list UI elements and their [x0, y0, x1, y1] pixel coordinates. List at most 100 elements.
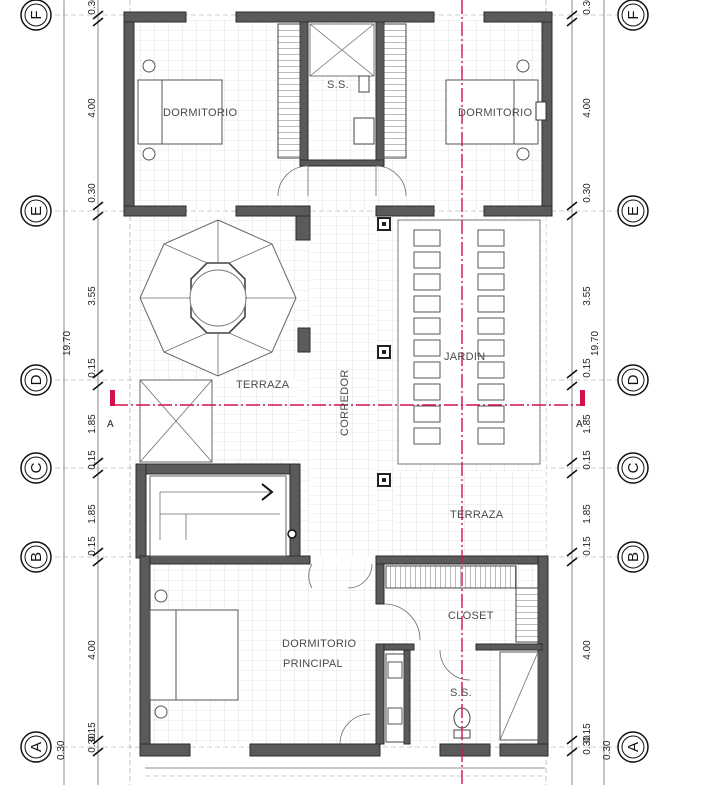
dimension-tick: [92, 457, 104, 467]
dimension-tick: [566, 557, 578, 567]
dimension-label: 0.15: [87, 722, 98, 742]
dimension-tick: [92, 381, 104, 391]
label-terraza-left: TERRAZA: [236, 379, 290, 391]
walls: [123, 11, 553, 757]
dimension-label: 0.30: [582, 0, 593, 15]
total-dimension-left: 19.70: [62, 331, 73, 356]
axis-label-e: E: [625, 206, 642, 216]
axis-bubble-inner: [621, 3, 645, 27]
planter-box: [477, 317, 505, 335]
planter-box: [413, 361, 441, 379]
axis-label-a: A: [28, 742, 45, 752]
dimension-tick: [92, 735, 104, 745]
furniture: [137, 23, 547, 743]
planter-box: [413, 427, 441, 445]
label-terraza-right: TERRAZA: [450, 509, 504, 521]
dimension-label: 0.15: [582, 358, 593, 378]
planter-box: [413, 339, 441, 357]
dimension-tick: [92, 211, 104, 221]
planter-box: [477, 405, 505, 423]
dimension-label: 0.30: [87, 0, 98, 15]
planter-box: [413, 295, 441, 313]
axis-label-c: C: [28, 462, 45, 473]
label-ss-bottom: S.S.: [450, 687, 472, 699]
label-dormitorio-principal-1: DORMITORIO: [282, 638, 356, 650]
planter-box: [477, 273, 505, 291]
dimension-label: 4.00: [582, 98, 593, 118]
bottom-dimension-left: 0.30: [56, 740, 67, 760]
axis-bubble-inner: [24, 3, 48, 27]
axis-bubble-inner: [24, 199, 48, 223]
dimension-label: 0.15: [87, 536, 98, 556]
dimension-label: 0.15: [87, 450, 98, 470]
axis-bubble-inner: [621, 368, 645, 392]
doors: [277, 165, 471, 745]
axis-bubble-inner: [621, 456, 645, 480]
planter-box: [477, 383, 505, 401]
dimension-tick: [566, 17, 578, 27]
skylight-icon: [139, 219, 297, 377]
label-corredor: CORREDOR: [339, 369, 351, 436]
planter-box: [413, 273, 441, 291]
dimension-label: 1.85: [87, 414, 98, 434]
planter-box: [413, 383, 441, 401]
dimension-tick: [92, 369, 104, 379]
axis-bubble-inner: [24, 545, 48, 569]
axis-label-f: F: [625, 10, 642, 19]
dimension-label: 0.30: [87, 183, 98, 203]
dimension-label: 1.85: [582, 504, 593, 524]
dimension-tick: [92, 469, 104, 479]
dimension-tick: [566, 747, 578, 757]
axis-label-f: F: [28, 10, 45, 19]
label-jardin: JARDIN: [444, 351, 486, 363]
dimension-tick: [92, 557, 104, 567]
dimension-label: 4.00: [87, 640, 98, 660]
axis-bubble-inner: [24, 368, 48, 392]
axis-bubble-inner: [621, 735, 645, 759]
section-mark-left: A: [107, 419, 114, 430]
axis-label-b: B: [28, 552, 45, 562]
dimension-tick: [92, 747, 104, 757]
label-closet: CLOSET: [448, 610, 494, 622]
planter-box: [413, 229, 441, 247]
dimension-label: 1.85: [582, 414, 593, 434]
dimension-tick: [92, 17, 104, 27]
dimension-tick: [566, 457, 578, 467]
axis-bubble-inner: [24, 735, 48, 759]
room-labels: DORMITORIO S.S. DORMITORIO TERRAZA CORRE…: [163, 79, 532, 699]
bottom-dimension-right: 0.30: [602, 740, 613, 760]
axis-label-e: E: [28, 206, 45, 216]
dimension-tick: [92, 201, 104, 211]
label-dormitorio-right: DORMITORIO: [458, 107, 532, 119]
axis-bubble-inner: [24, 456, 48, 480]
dimension-tick: [566, 211, 578, 221]
axis-label-d: D: [28, 374, 45, 385]
section-line: A A': [107, 0, 585, 785]
planter-box: [477, 251, 505, 269]
label-dormitorio-principal-2: PRINCIPAL: [283, 658, 343, 670]
dimension-label: 0.15: [582, 450, 593, 470]
label-ss-top: S.S.: [327, 79, 349, 91]
dimension-label: 1.85: [87, 504, 98, 524]
dimensions-right: 0.30 4.00 0.30 3.55 0.15 1.85 0.15 1.85 0.15 4.00…: [582, 0, 593, 755]
dimension-label: 3.55: [87, 286, 98, 306]
dimension-label: 4.00: [582, 640, 593, 660]
axis-label-c: C: [625, 462, 642, 473]
planter-box: [477, 361, 505, 379]
dimension-tick: [566, 201, 578, 211]
dimension-tick: [566, 369, 578, 379]
dimension-tick: [92, 547, 104, 557]
section-mark-right: A': [576, 419, 585, 430]
planter-box: [413, 405, 441, 423]
total-dimension-right: 19.70: [590, 331, 601, 356]
dimension-label: 3.55: [582, 286, 593, 306]
dimension-tick: [566, 381, 578, 391]
axis-label-b: B: [625, 552, 642, 562]
dimension-tick: [566, 735, 578, 745]
axis-bubble-inner: [621, 545, 645, 569]
planter-box: [477, 229, 505, 247]
dimension-label: 0.30: [582, 183, 593, 203]
planter-box: [477, 339, 505, 357]
dimension-label: 0.15: [582, 536, 593, 556]
